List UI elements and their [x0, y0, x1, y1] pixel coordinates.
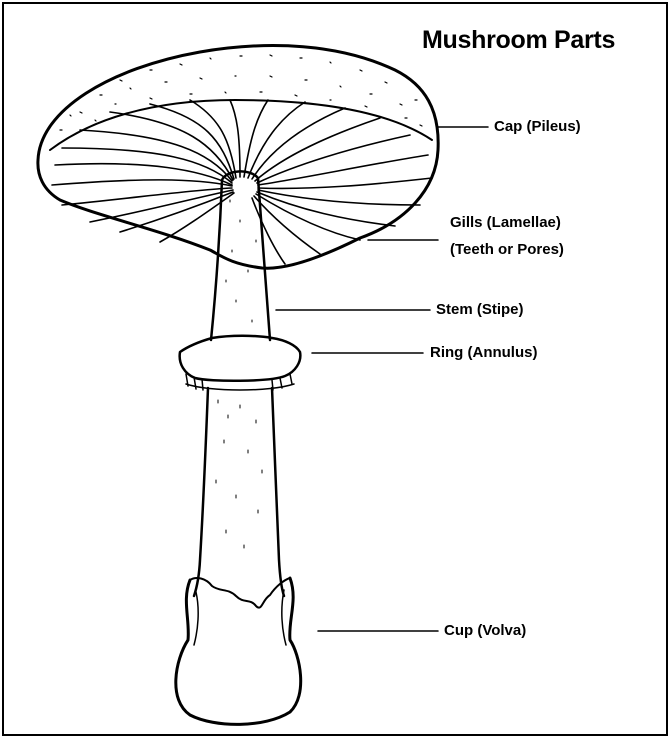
label-stem: Stem (Stipe)	[436, 301, 524, 319]
label-cup: Cup (Volva)	[444, 622, 526, 640]
stem-left-upper	[211, 180, 222, 340]
stem-left-lower	[194, 388, 208, 596]
volva-inner-right	[282, 590, 286, 645]
ring-outline	[180, 336, 301, 381]
label-gills: Gills (Lamellae)	[450, 214, 561, 232]
volva-inner-left	[194, 592, 198, 645]
stem-right-upper	[258, 178, 270, 340]
cap-texture	[60, 55, 422, 130]
stem-right-lower	[272, 388, 284, 596]
label-ring: Ring (Annulus)	[430, 344, 537, 362]
label-gills-alt: (Teeth or Pores)	[450, 241, 564, 259]
diagram-title: Mushroom Parts	[422, 26, 615, 55]
volva-torn-edge	[190, 578, 290, 608]
label-cap: Cap (Pileus)	[494, 118, 581, 136]
stem-stipple-lower	[216, 400, 262, 548]
cap-outline	[38, 46, 438, 269]
